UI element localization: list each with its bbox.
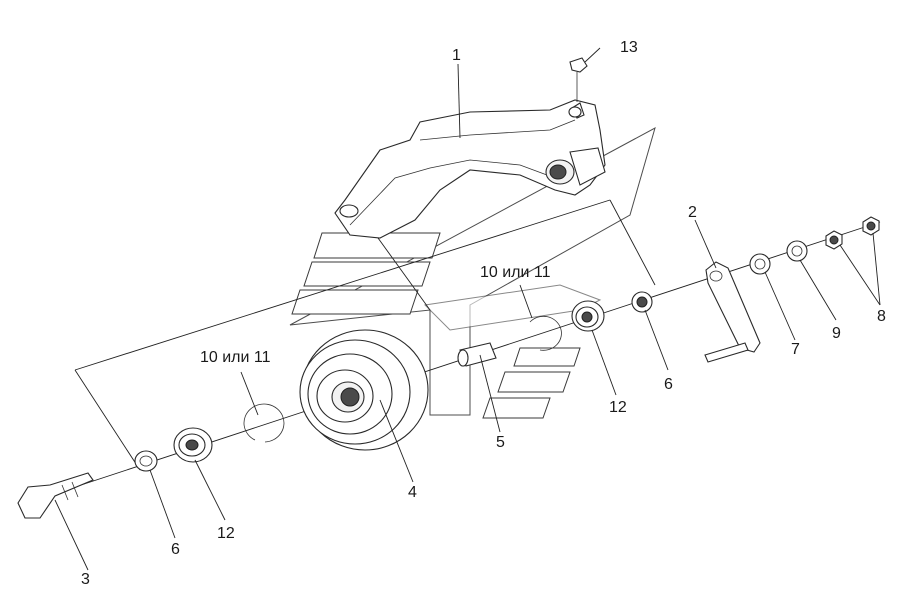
washer-part-6-right [631,291,653,313]
bearing-part-12-right [571,300,605,332]
axle-pin-part-3 [17,472,94,519]
watermark-logo [289,126,656,419]
callout-12-right: 12 [609,399,627,416]
callout-labels: 1 2 3 4 5 6 6 7 8 9 10 или 11 10 или 11 … [81,39,886,588]
grease-fitting-part-13 [569,57,588,102]
callout-2: 2 [688,204,697,221]
callout-3: 3 [81,571,90,588]
nuts-part-8 [825,216,880,250]
lever-part-2 [704,261,761,363]
spacer-sleeve-part-5 [457,342,497,367]
washer-part-7 [749,253,771,275]
pulley-part-4 [299,329,429,451]
leader-lines [54,47,881,571]
snap-ring-part-10-left [243,403,285,443]
arm-bracket-part-1 [334,99,606,239]
washer-part-6-left [134,450,158,472]
callout-7: 7 [791,341,800,358]
callout-10-left: 10 или 11 [200,349,271,366]
callout-5: 5 [496,434,505,451]
callout-6-right: 6 [664,376,673,393]
callout-1: 1 [452,47,461,64]
callout-10-right: 10 или 11 [480,264,551,281]
callout-8: 8 [877,308,886,325]
callout-13: 13 [620,39,638,56]
callout-9: 9 [832,325,841,342]
snap-ring-part-10-right [529,315,562,351]
washer-part-9 [786,240,808,262]
callout-6-left: 6 [171,541,180,558]
bearing-part-12-left [173,427,213,463]
callout-4: 4 [408,484,417,501]
callout-12-left: 12 [217,525,235,542]
